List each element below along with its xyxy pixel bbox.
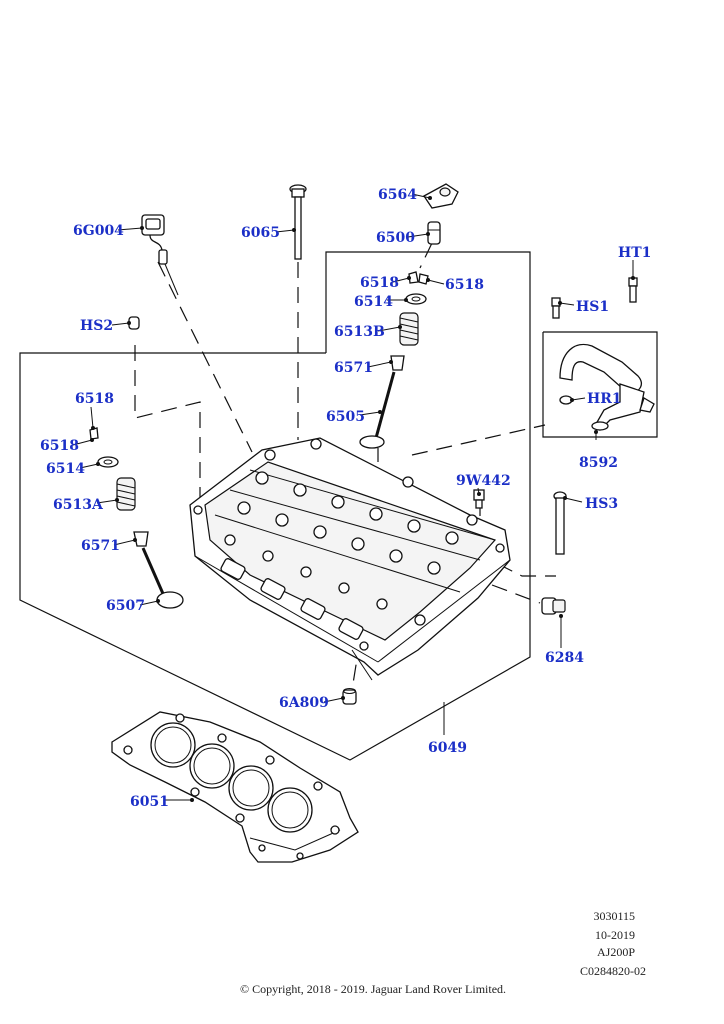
valve-spring-6513A[interactable] <box>116 477 136 511</box>
reference-date: 10-2019 <box>595 928 635 942</box>
callout-6518-left[interactable]: 6518 <box>75 391 114 407</box>
callout-6049[interactable]: 6049 <box>428 740 467 756</box>
coolant-pipe-8592[interactable] <box>559 343 655 432</box>
callout-6500[interactable]: 6500 <box>376 230 415 246</box>
callout-9W442[interactable]: 9W442 <box>456 473 511 489</box>
lash-adjuster-6500[interactable] <box>427 221 441 245</box>
callout-6518-left2[interactable]: 6518 <box>40 438 79 454</box>
valve-6505[interactable] <box>359 371 396 449</box>
valve-seal-upper[interactable] <box>390 355 405 371</box>
rocker-arm-6564[interactable] <box>423 183 459 209</box>
sensor-6G004[interactable] <box>141 214 179 296</box>
valve-collet-upper[interactable] <box>408 271 429 285</box>
reference-block: 3030115 10-2019 AJ200P C0284820-02 © Cop… <box>240 909 646 996</box>
reference-code: 3030115 <box>593 909 635 923</box>
bolt-HS1[interactable] <box>551 297 561 319</box>
callout-labels: 6G004 6065 6564 6500 6518 6518 6514 6513… <box>40 187 651 810</box>
bolt-HT1[interactable] <box>628 277 638 303</box>
callout-6514-top[interactable]: 6514 <box>354 294 393 310</box>
callout-6505[interactable]: 6505 <box>326 409 365 425</box>
callout-6571-left[interactable]: 6571 <box>81 538 120 554</box>
callout-6507[interactable]: 6507 <box>106 598 145 614</box>
callout-6A809[interactable]: 6A809 <box>279 695 329 711</box>
valve-retainer-left[interactable] <box>97 456 119 468</box>
callout-6513B[interactable]: 6513B <box>334 324 385 340</box>
reference-illustration-id: C0284820-02 <box>580 964 646 978</box>
callout-HT1[interactable]: HT1 <box>618 245 651 261</box>
valve-spring-6513B[interactable] <box>399 312 419 346</box>
bolt-HS3[interactable] <box>553 491 567 555</box>
leader-lines <box>72 193 635 802</box>
valve-6507[interactable] <box>141 547 184 609</box>
dowel-6A809[interactable] <box>342 688 357 705</box>
reference-model: AJ200P <box>597 945 635 959</box>
exhaust-ports <box>220 558 364 640</box>
callout-6564[interactable]: 6564 <box>378 187 417 203</box>
copyright-notice: © Copyright, 2018 - 2019. Jaguar Land Ro… <box>240 982 506 996</box>
callout-HR1[interactable]: HR1 <box>587 391 622 407</box>
callout-6G004[interactable]: 6G004 <box>73 223 124 239</box>
callout-6513A[interactable]: 6513A <box>53 497 104 513</box>
head-bosses <box>193 438 505 651</box>
callout-HS3[interactable]: HS3 <box>585 496 618 512</box>
assembly-frame <box>19 251 658 761</box>
callout-8592[interactable]: 8592 <box>579 455 618 471</box>
callout-6571-top[interactable]: 6571 <box>334 360 373 376</box>
callout-HS1[interactable]: HS1 <box>576 299 609 315</box>
sensor-6284[interactable] <box>541 597 566 615</box>
callout-6514-left[interactable]: 6514 <box>46 461 85 477</box>
callout-6284[interactable]: 6284 <box>545 650 584 666</box>
callout-6518-top-right[interactable]: 6518 <box>445 277 484 293</box>
head-gasket-6051[interactable] <box>111 711 359 863</box>
head-bolt-6065[interactable] <box>289 184 307 260</box>
valve-retainer-upper[interactable] <box>405 293 427 305</box>
callout-6051[interactable]: 6051 <box>130 794 169 810</box>
callout-HS2[interactable]: HS2 <box>80 318 113 334</box>
exploded-view-guides <box>134 242 556 691</box>
callout-6518-top-left[interactable]: 6518 <box>360 275 399 291</box>
cylinder-head-6049[interactable] <box>189 437 511 681</box>
callout-6065[interactable]: 6065 <box>241 225 280 241</box>
